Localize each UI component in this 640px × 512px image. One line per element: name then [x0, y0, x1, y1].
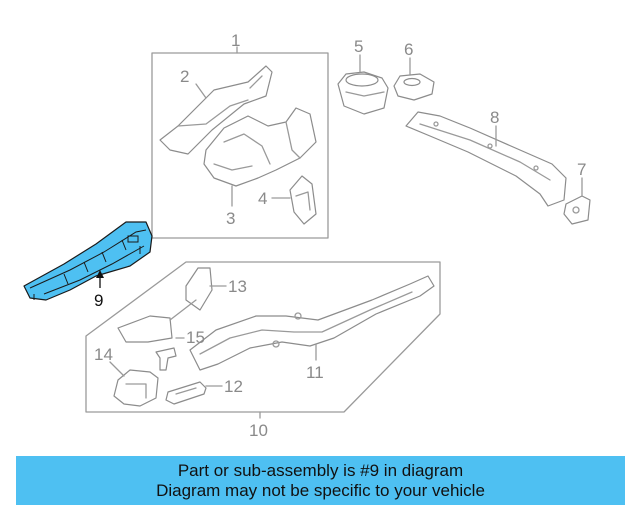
- callout-10: 10: [249, 421, 268, 440]
- callout-3: 3: [226, 209, 235, 228]
- callout-12: 12: [224, 377, 243, 396]
- callout-13: 13: [228, 277, 247, 296]
- leader-2: [195, 83, 207, 99]
- part-4[interactable]: [289, 175, 317, 225]
- group-10-outline: [85, 261, 441, 413]
- callout-4: 4: [258, 189, 267, 208]
- callout-9: 9: [94, 291, 103, 310]
- banner-line-2: Diagram may not be specific to your vehi…: [156, 480, 485, 500]
- part-11[interactable]: [189, 275, 435, 371]
- part-8[interactable]: [405, 111, 567, 207]
- part-7[interactable]: [563, 195, 591, 225]
- group-1-outline: [151, 52, 329, 239]
- parts-diagram: 1 2 3 4 5 6 8: [23, 31, 591, 440]
- part-9[interactable]: [23, 221, 153, 301]
- leader-14: [109, 361, 125, 377]
- callout-7: 7: [577, 160, 586, 179]
- part-6[interactable]: [393, 73, 435, 101]
- callout-2: 2: [180, 67, 189, 86]
- part-13[interactable]: [117, 267, 213, 343]
- banner-line-1: Part or sub-assembly is #9 in diagram: [177, 460, 464, 480]
- part-15[interactable]: [155, 347, 177, 371]
- leader-9-arrow: [96, 270, 104, 278]
- info-banner: Part or sub-assembly is #9 in diagram Di…: [16, 456, 625, 505]
- part-2[interactable]: [159, 65, 273, 155]
- callout-15: 15: [186, 328, 205, 347]
- callout-1: 1: [231, 31, 240, 50]
- callout-5: 5: [354, 37, 363, 56]
- part-3[interactable]: [203, 107, 317, 187]
- callout-6: 6: [404, 40, 413, 59]
- part-5[interactable]: [337, 71, 389, 115]
- part-12[interactable]: [165, 381, 207, 405]
- callout-14: 14: [94, 345, 113, 364]
- part-14[interactable]: [113, 369, 159, 407]
- callout-8: 8: [490, 108, 499, 127]
- callout-11: 11: [306, 363, 324, 382]
